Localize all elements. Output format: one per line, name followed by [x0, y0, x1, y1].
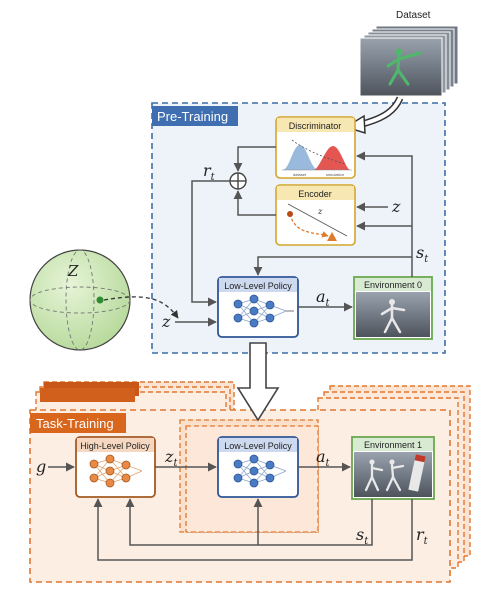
encoder-title: Encoder — [298, 189, 332, 199]
goal-label: g — [36, 457, 46, 476]
task-state-label: st — [356, 525, 369, 547]
encoder-latent-label: z — [317, 207, 323, 216]
environment-1-target-top — [414, 454, 426, 463]
task-training-title: Task-Training — [36, 416, 114, 431]
state-label: st — [416, 243, 429, 265]
task-stack-tab — [40, 388, 135, 402]
action-label: at — [316, 287, 331, 309]
dataset-frame — [359, 37, 443, 97]
high-level-policy: High-Level Policy — [75, 436, 156, 498]
encoder-latent-line — [287, 203, 348, 237]
environment-0: Environment 0 — [353, 276, 433, 340]
task-signal-labels: g zt at st rt — [36, 447, 429, 547]
dataset-distribution — [283, 145, 318, 170]
encoder-header — [277, 186, 354, 200]
environment-1-title: Environment 1 — [364, 440, 422, 450]
reward-sum-node — [229, 172, 247, 190]
environment-0-title: Environment 0 — [364, 280, 422, 290]
environment-1-header — [353, 438, 433, 451]
sphere-meridian — [65, 249, 95, 351]
encoder-module: Encoder z — [275, 184, 356, 246]
low-level-policy-task: Low-Level Policy — [217, 436, 299, 498]
high-level-policy-title: High-Level Policy — [80, 441, 150, 451]
encoder-start-point — [287, 211, 293, 217]
low-level-policy-title: Low-Level Policy — [224, 441, 292, 451]
discriminator-header — [277, 118, 354, 132]
sphere-equator — [29, 286, 131, 314]
latent-sample-arrow — [103, 296, 179, 319]
pre-training-title: Pre-Training — [157, 109, 228, 124]
decision-boundary — [291, 139, 346, 165]
task-action-label: at — [316, 447, 331, 469]
dataset-humanoid-figure — [386, 48, 422, 86]
environment-1-humanoids — [364, 459, 405, 492]
low-level-policy-pretrain: Low-Level Policy — [217, 276, 299, 338]
network-nodes — [233, 454, 275, 488]
reward-label: rt — [203, 161, 216, 183]
encoder-end-marker — [327, 232, 337, 241]
environment-1: Environment 1 — [351, 436, 435, 500]
pretrain-connectors — [175, 146, 413, 327]
task-connectors — [48, 462, 413, 561]
transfer-arrow — [236, 342, 280, 422]
low-level-policy-header — [219, 438, 297, 452]
high-network-nodes — [89, 454, 131, 488]
environment-1-target — [408, 454, 426, 492]
encoder-input-z-label: z — [391, 197, 401, 216]
dataset-stack: Dataset — [359, 10, 459, 97]
discriminator-title: Discriminator — [289, 121, 342, 131]
simulation-distribution — [314, 146, 350, 170]
high-level-policy-header — [77, 438, 154, 452]
latent-space-sphere: Z — [29, 249, 179, 351]
dataset-label: Dataset — [396, 10, 431, 21]
network-nodes — [233, 294, 275, 328]
environment-0-humanoid — [380, 299, 406, 334]
simulation-axis-label: simulation — [326, 172, 344, 177]
discriminator-module: Discriminator dataset simulation — [275, 116, 356, 179]
dataset-axis-label: dataset — [293, 172, 307, 177]
task-reward-label: rt — [416, 525, 429, 547]
latent-space-label: Z — [67, 262, 79, 280]
low-level-policy-header — [219, 278, 297, 292]
sampled-latent-point — [96, 296, 104, 304]
skill-latent-label: zt — [164, 447, 178, 469]
policy-input-z-label: z — [161, 312, 171, 331]
sphere-body — [29, 249, 131, 351]
pretrain-signal-labels: rt z st at z — [161, 161, 429, 331]
low-level-policy-title: Low-Level Policy — [224, 281, 292, 291]
environment-0-header — [355, 278, 431, 291]
pre-training-tab — [152, 106, 238, 126]
task-training-tab — [30, 413, 126, 433]
